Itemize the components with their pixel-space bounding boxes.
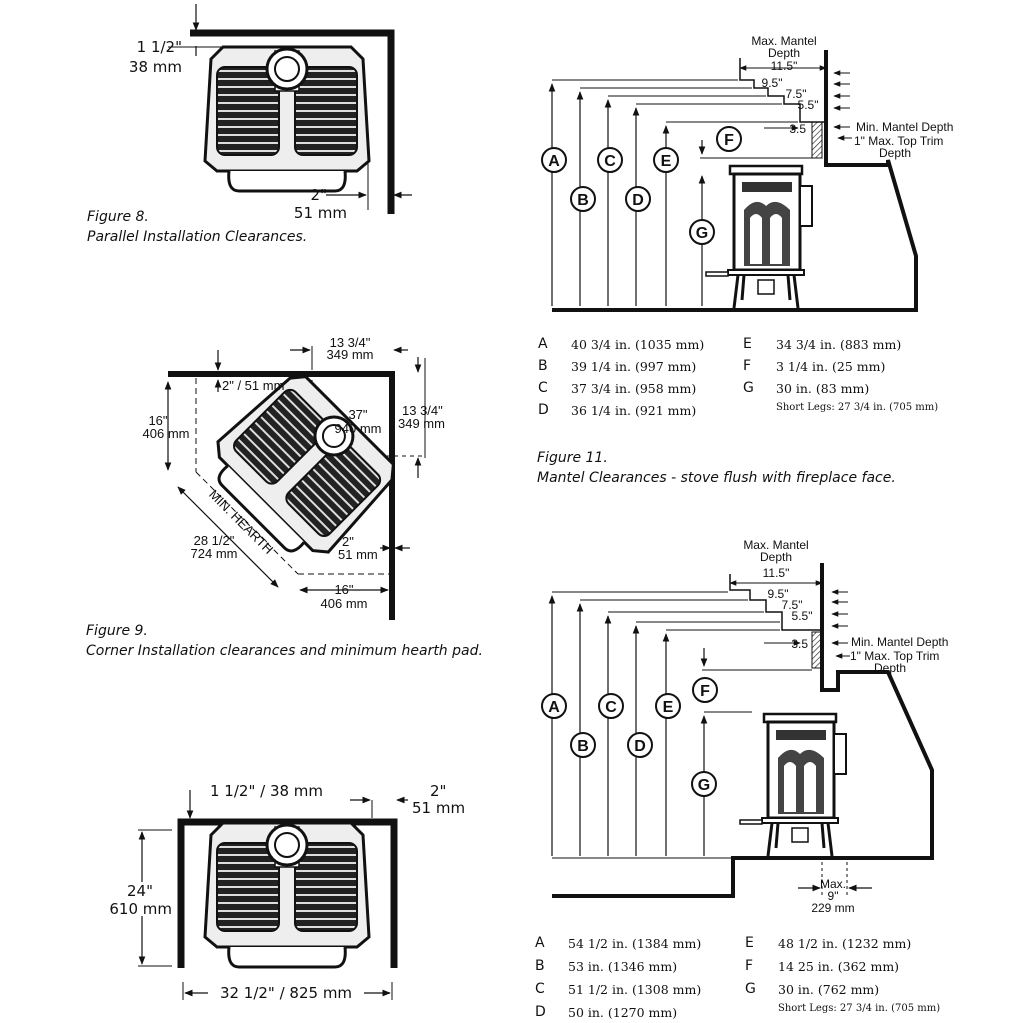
stove-side-view bbox=[704, 164, 814, 310]
fig12-hearth-3: 229 mm bbox=[811, 901, 854, 915]
figure-9-number: Figure 9. bbox=[86, 623, 148, 639]
fig9-diag-mm: 940 mm bbox=[335, 421, 382, 436]
fig12-label-f: F bbox=[700, 683, 710, 700]
fig12-d75: 7.5" bbox=[782, 598, 803, 612]
fig10-bottom: 32 1/2" / 825 mm bbox=[220, 984, 352, 1002]
figure-9-title: Corner Installation clearances and minim… bbox=[86, 643, 483, 659]
fig12-hearth-2: 9" bbox=[828, 889, 839, 903]
figure-8-title: Parallel Installation Clearances. bbox=[87, 229, 308, 245]
fig11-d55: 5.5" bbox=[798, 98, 819, 112]
stove-corner-view bbox=[216, 375, 395, 554]
fig12-label-d: D bbox=[634, 738, 646, 755]
fig11-label-c: C bbox=[604, 153, 616, 170]
fig11-d95: 9.5" bbox=[762, 76, 783, 90]
fig12-min-mantel: Min. Mantel Depth bbox=[851, 635, 948, 649]
fig8-side-in: 2" bbox=[311, 186, 327, 204]
fig10-top-right-in: 2" bbox=[430, 782, 446, 800]
fig11-trim-1: 1" Max. Top Trim bbox=[854, 134, 943, 148]
fig10-top-left: 1 1/2" / 38 mm bbox=[210, 782, 323, 800]
fig11-max-mantel-1: Max. Mantel bbox=[751, 34, 816, 48]
figure-9-caption: Figure 9. Corner Installation clearances… bbox=[86, 621, 483, 661]
figure-9: 13 3/4" 349 mm 13 3/4" 349 mm 2" / 51 mm… bbox=[143, 335, 445, 620]
fig9-top-in: 13 3/4" bbox=[330, 335, 371, 350]
fig11-label-b: B bbox=[577, 192, 589, 209]
fig10-top-right-mm: 51 mm bbox=[412, 799, 465, 817]
figure-10: 1 1/2" / 38 mm 2" 51 mm 24" 610 mm 32 1/… bbox=[109, 782, 465, 1002]
fig12-trim-1: 1" Max. Top Trim bbox=[850, 649, 939, 663]
fig11-trim-2: Depth bbox=[879, 146, 911, 160]
figure-11-title: Mantel Clearances - stove flush with fir… bbox=[537, 470, 896, 486]
figure-12: Max. Mantel Depth 11.5" 9.5" 7.5" 5.5" 3… bbox=[541, 538, 948, 915]
fig12-label-b: B bbox=[577, 738, 589, 755]
figure-11: Max. Mantel Depth 11.5" 9.5" 7.5" 5.5" 3… bbox=[541, 34, 953, 312]
fig9-inner-in: 2" bbox=[342, 534, 354, 549]
fig9-hearth-in: 28 1/2" bbox=[194, 533, 235, 548]
fig9-left-in: 16" bbox=[148, 413, 167, 428]
fig9-bottom-mm: 406 mm bbox=[321, 596, 368, 611]
fig12-d55: 5.5" bbox=[792, 609, 813, 623]
fig11-label-a: A bbox=[548, 153, 560, 170]
fig11-label-g: G bbox=[696, 225, 708, 242]
figure-8: 1 1/2" 38 mm 2" 51 mm bbox=[129, 4, 412, 222]
fig8-top-mm: 38 mm bbox=[129, 58, 182, 76]
fig11-label-e: E bbox=[661, 153, 672, 170]
fig11-d75: 7.5" bbox=[786, 87, 807, 101]
stove-top-view bbox=[203, 45, 371, 193]
fig9-top-mm: 349 mm bbox=[327, 347, 374, 362]
fig12-d115: 11.5" bbox=[763, 566, 790, 580]
fig12-d35: 3.5 bbox=[791, 637, 808, 651]
fig8-top-in: 1 1/2" bbox=[137, 38, 182, 56]
fig11-max-mantel-2: Depth bbox=[768, 46, 800, 60]
figure-8-caption: Figure 8. Parallel Installation Clearanc… bbox=[87, 207, 307, 247]
fig12-hearth-1: Max. bbox=[820, 877, 846, 891]
fig12-short-legs: Short Legs: 27 3/4 in. (705 mm) bbox=[778, 1003, 941, 1014]
fig12-trim-2: Depth bbox=[874, 661, 906, 675]
fig12-d95: 9.5" bbox=[768, 587, 789, 601]
fig12-label-a: A bbox=[548, 699, 560, 716]
figure-8-number: Figure 8. bbox=[87, 209, 149, 225]
fig9-right-in: 13 3/4" bbox=[402, 403, 443, 418]
fig11-d35: 3.5 bbox=[789, 122, 806, 136]
stove-side-view-hearth bbox=[738, 712, 848, 858]
fig12-label-e: E bbox=[663, 699, 674, 716]
fig9-left-mm: 406 mm bbox=[143, 426, 190, 441]
figure-11-caption: Figure 11. Mantel Clearances - stove flu… bbox=[537, 448, 896, 488]
fig9-inner-mm: 51 mm bbox=[338, 547, 378, 562]
fig9-diag-in: 37" bbox=[348, 407, 367, 422]
fig10-left-mm: 610 mm bbox=[109, 900, 172, 918]
fig11-short-legs: Short Legs: 27 3/4 in. (705 mm) bbox=[776, 402, 939, 413]
fig12-max-mantel-2: Depth bbox=[760, 550, 792, 564]
fig11-min-mantel: Min. Mantel Depth bbox=[856, 120, 953, 134]
fig12-label-g: G bbox=[698, 777, 710, 794]
fig9-right-mm: 349 mm bbox=[398, 416, 445, 431]
fig8-side-mm: 51 mm bbox=[294, 204, 347, 222]
fig12-max-mantel-1: Max. Mantel bbox=[743, 538, 808, 552]
fig9-bottom-in: 16" bbox=[334, 582, 353, 597]
fig10-left-in: 24" bbox=[127, 882, 153, 900]
fig11-label-d: D bbox=[632, 192, 644, 209]
fig12-label-c: C bbox=[605, 699, 617, 716]
fig11-d115: 11.5" bbox=[771, 59, 798, 73]
fig11-label-f: F bbox=[724, 132, 734, 149]
fig9-hearth-mm: 724 mm bbox=[191, 546, 238, 561]
stove-top-view-alcove bbox=[203, 821, 371, 969]
fig9-back: 2" / 51 mm bbox=[222, 378, 284, 393]
figure-11-number: Figure 11. bbox=[537, 450, 608, 466]
